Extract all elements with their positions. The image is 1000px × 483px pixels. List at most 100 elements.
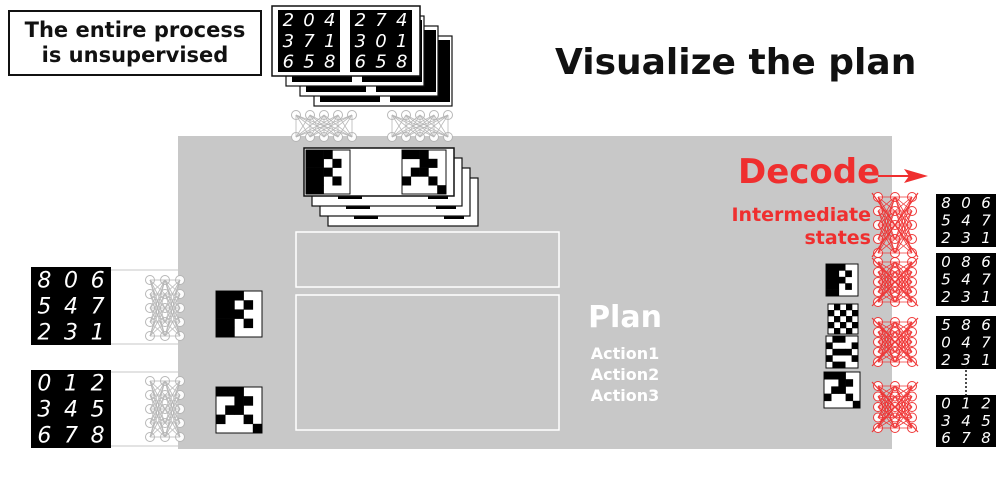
digit-cell: 6 [981,194,991,212]
latent-panel [178,136,892,449]
digit-cell: 5 [941,316,951,334]
digit-cell: 8 [961,316,971,334]
digit-cell: 7 [91,294,105,319]
digit-cell: 8 [396,51,407,72]
digit-cell: 2 [283,10,294,31]
digit-cell: 2 [37,320,51,345]
digit-cell: 6 [283,51,294,72]
digit-cell: 0 [375,31,386,52]
digit-cell: 0 [64,268,78,293]
digit-cell: 8 [37,268,51,293]
plan-box-lower [295,294,560,431]
init-latent-bitmap [215,290,263,338]
digit-cell: 1 [396,31,407,52]
decode-label: Decode [738,152,881,192]
digit-cell: 2 [91,371,105,396]
digit-cell: 6 [37,423,51,448]
unsupervised-note: The entire process is unsupervised [8,10,262,76]
digit-cell: 0 [303,10,314,31]
encoder-net-icon [291,110,357,142]
latent-bitmap-icon [401,149,447,195]
decoder-net-icon [871,381,919,433]
digit-cell: 3 [37,397,51,422]
digit-cell: 5 [91,397,105,422]
digit-cell: 6 [981,316,991,334]
digit-cell: 1 [324,31,335,52]
plan-box-upper [295,231,560,288]
digit-cell: 4 [396,10,407,31]
digit-cell: 4 [64,397,78,422]
goal-latent-bitmap [215,386,263,434]
digit-cell: 3 [355,31,366,52]
digit-cell: 6 [981,253,991,271]
digit-cell: 3 [961,229,971,247]
page-title: Visualize the plan [555,42,917,83]
note-line-2: is unsupervised [41,43,229,67]
digit-cell: 0 [961,194,971,212]
digit-cell: 7 [961,429,971,447]
latent-bitmap-icon [305,149,351,195]
digit-cell: 3 [961,351,971,369]
digit-cell: 5 [941,270,951,288]
digit-cell: 3 [64,320,78,345]
action-1: Action1 [590,344,660,363]
plan-label: Plan [588,300,662,335]
digit-cell: 3 [941,412,951,430]
digit-cell: 8 [91,423,105,448]
digit-cell: 1 [981,288,991,306]
digit-cell: 5 [37,294,51,319]
digit-cell: 8 [324,51,335,72]
digit-cell: 4 [64,294,78,319]
digit-cell: 3 [283,31,294,52]
digit-cell: 0 [941,395,951,413]
digit-cell: 7 [303,31,315,52]
digit-cell: 5 [303,51,314,72]
plan-state-bitmap [825,335,859,369]
decoder-net-icon [871,192,919,258]
digit-cell: 5 [981,412,991,430]
plan-state-bitmap [823,371,861,409]
digit-cell: 4 [961,211,971,229]
digit-cell: 0 [941,333,951,351]
decoder-net-icon [871,257,919,307]
digit-cell: 4 [324,10,335,31]
digit-cell: 5 [941,211,951,229]
digit-cell: 0 [37,371,51,396]
encoder-net-icon [145,376,185,442]
digit-cell: 8 [981,429,991,447]
note-line-1: The entire process [24,18,246,42]
digit-cell: 6 [941,429,951,447]
plan-state-bitmap [825,263,859,297]
action-2: Action2 [590,365,660,384]
digit-cell: 0 [941,253,951,271]
digit-cell: 4 [961,333,971,351]
digit-cell: 2 [941,351,951,369]
digit-cell: 1 [91,320,105,345]
digit-cell: 6 [355,51,366,72]
digit-cell: 1 [981,229,991,247]
intermediate-line-1: Intermediate [731,204,871,226]
arrow-right-icon [878,169,928,183]
digit-cell: 4 [961,412,971,430]
digit-cell: 1 [64,371,78,396]
digit-cell: 7 [981,211,991,229]
digit-cell: 8 [941,194,951,212]
digit-cell: 8 [961,253,971,271]
intermediate-line-2: states [804,227,872,249]
digit-cell: 1 [981,351,991,369]
digit-cell: 2 [981,395,991,413]
plan-state-bitmap [827,303,859,335]
decoder-net-icon [871,317,919,367]
digit-cell: 4 [961,270,971,288]
encoder-net-icon [145,275,185,341]
digit-cell: 2 [941,229,951,247]
digit-cell: 6 [91,268,105,293]
digit-cell: 2 [355,10,366,31]
action-list: Action1 Action2 Action3 [573,343,677,406]
intermediate-states-label: Intermediate states [705,204,871,250]
